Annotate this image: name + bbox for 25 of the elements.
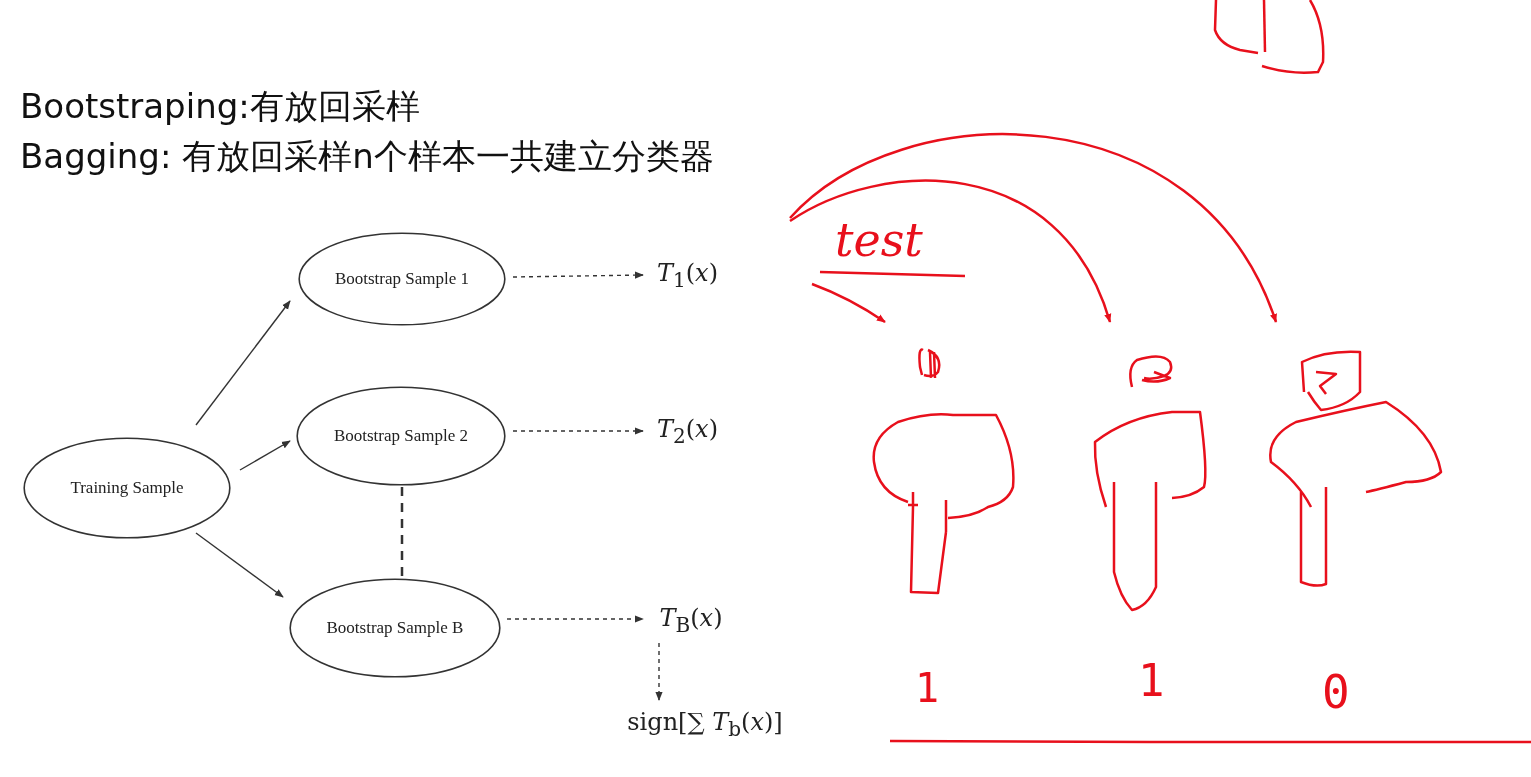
arrow: [239, 440, 291, 471]
sample-ellipse: Bootstrap Sample B: [289, 578, 501, 678]
arrow: [195, 300, 291, 426]
arrow: [512, 427, 644, 435]
arrow: [512, 271, 644, 279]
arrow: [195, 532, 284, 598]
handwritten-digit: 1: [915, 665, 940, 711]
handwritten-digit: 0: [1322, 665, 1350, 719]
sample-ellipse: Bootstrap Sample 2: [296, 386, 506, 486]
sample-ellipse: Training Sample: [23, 437, 231, 539]
hand-drawn-arrow: [789, 179, 1112, 323]
dashed-line: [400, 487, 404, 577]
heading-text: Bootstraping:有放回采样: [20, 85, 420, 128]
handwritten-label: test: [834, 213, 923, 267]
handwritten-digit: 1: [1138, 655, 1165, 706]
hand-drawn-arrow: [789, 133, 1278, 323]
heading-text: Bagging: 有放回采样n个样本一共建立分类器: [20, 135, 714, 178]
arrow: [655, 642, 663, 701]
formula-text: T$_{B}$(x): [659, 603, 723, 637]
arrow: [506, 615, 644, 623]
hand-drawn-arrow: [811, 282, 886, 324]
formula-text: T$_{1}$(x): [656, 258, 718, 292]
sample-ellipse: Bootstrap Sample 1: [298, 232, 506, 326]
formula-text: T$_{2}$(x): [656, 414, 718, 448]
formula-text: sign[∑ T$_{b}$(x)]: [627, 707, 783, 741]
